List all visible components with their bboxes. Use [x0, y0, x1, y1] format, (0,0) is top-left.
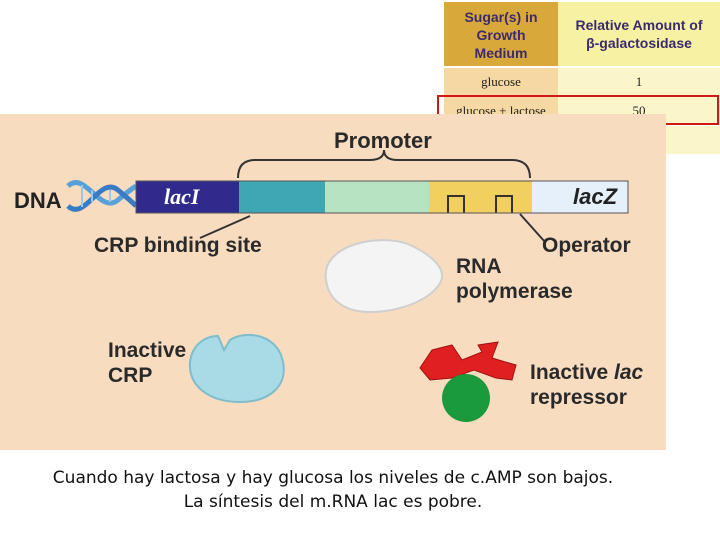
inactive-repressor-line1: Inactive lac — [530, 360, 643, 385]
lacz-gene — [532, 181, 628, 213]
laci-gene — [136, 181, 239, 213]
lac-repressor-shape — [419, 341, 517, 422]
inactive-crp-line2: CRP — [108, 364, 153, 387]
inducer-icon — [442, 374, 490, 422]
table-cell-sugar: glucose — [444, 68, 558, 96]
operator-region — [429, 181, 532, 213]
rna-polymerase-line1: RNA — [456, 255, 502, 278]
crp-binding-site — [239, 181, 325, 213]
table-header-amount — [558, 2, 720, 66]
header-amount-text: Relative Amount of β-galactosidase — [558, 16, 720, 52]
rna-polymerase-label: RNA polymerase — [456, 254, 573, 304]
operator-label: Operator — [542, 234, 631, 257]
header-sugar-line1: Sugar(s) in — [464, 9, 538, 25]
dna-helix-icon — [66, 180, 138, 212]
crp-site-pointer — [199, 215, 251, 239]
header-amount-line1: Relative Amount of — [575, 17, 703, 33]
promoter-bracket — [237, 149, 531, 179]
inactive-crp-line1: Inactive — [108, 339, 187, 362]
inactive-crp-label: Inactive CRP — [108, 338, 186, 388]
table-header-sugar — [444, 2, 558, 66]
dna-label: DNA — [14, 188, 62, 213]
rna-polymerase-shape — [324, 239, 443, 314]
inactive-repressor-label: Inactive lac repressor — [530, 360, 643, 410]
inactive-crp-shape — [188, 333, 285, 404]
operator-notches — [447, 195, 513, 213]
caption-line2: La síntesis del m.RNA lac es pobre. — [183, 492, 483, 512]
inactive-word: Inactive — [530, 361, 615, 384]
inactive-repressor-line2: repressor — [530, 386, 627, 409]
header-sugar-text: Sugar(s) in Growth Medium — [444, 8, 558, 62]
promoter-region — [325, 181, 429, 213]
header-sugar-line2: Growth — [476, 27, 526, 43]
caption-line1: Cuando hay lactosa y hay glucosa los niv… — [52, 468, 614, 488]
table-cell-amount: 1 — [558, 68, 720, 96]
header-amount-line2: β-galactosidase — [586, 35, 692, 51]
lac-word: lac — [614, 361, 644, 384]
promoter-label: Promoter — [334, 128, 432, 153]
lacz-label: lacZ — [573, 184, 618, 209]
caption: Cuando hay lactosa y hay glucosa los niv… — [0, 466, 666, 514]
operator-pointer — [519, 213, 546, 243]
crp-site-label: CRP binding site — [94, 234, 262, 257]
laci-label: lacI — [164, 184, 200, 209]
rna-polymerase-line2: polymerase — [456, 280, 573, 303]
header-sugar-line3: Medium — [474, 45, 528, 61]
